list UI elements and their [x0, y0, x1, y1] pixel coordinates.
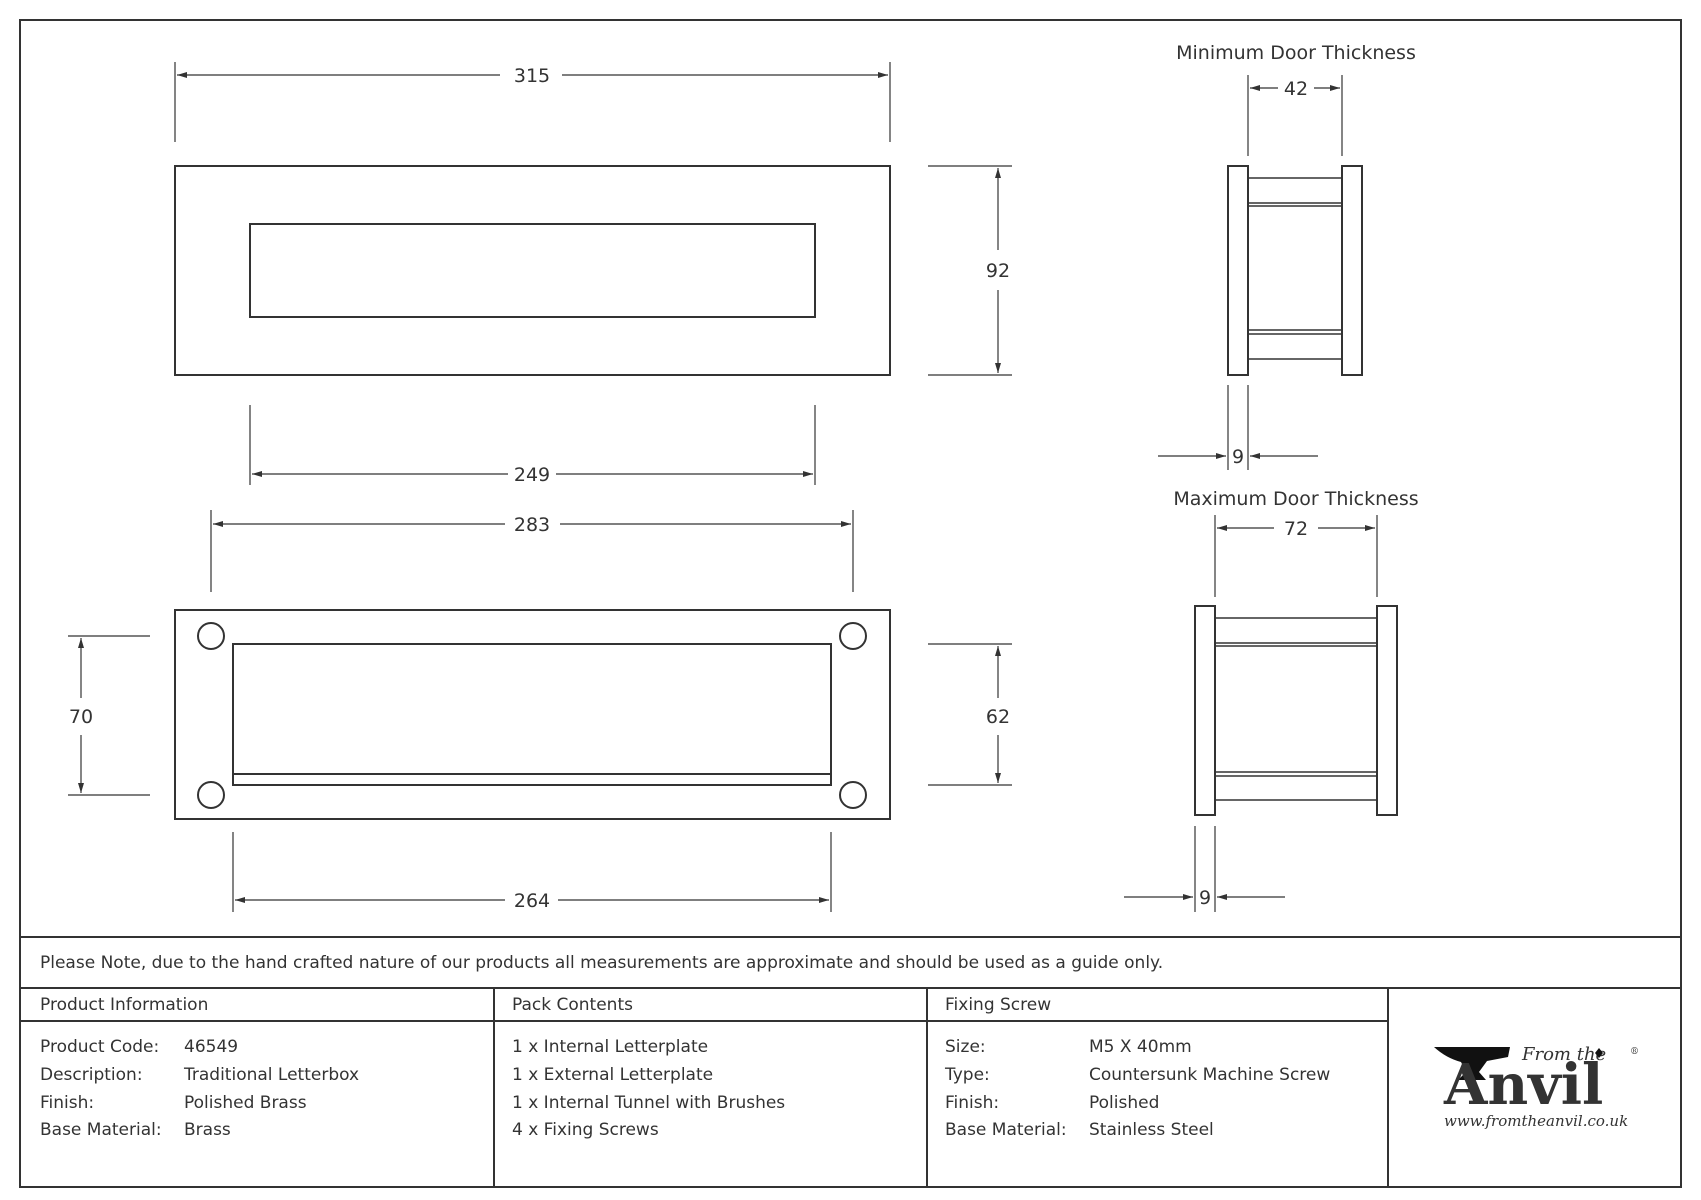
- screw-hole-bottom-right: [839, 781, 867, 809]
- pack-item: 1 x Internal Letterplate: [512, 1037, 708, 1057]
- finish-label: Finish:: [40, 1093, 94, 1113]
- max-door-title: Maximum Door Thickness: [1173, 488, 1418, 510]
- description-value: Traditional Letterbox: [183, 1065, 359, 1085]
- dim-max-72: 72: [1284, 518, 1308, 540]
- dim-70: 70: [69, 706, 93, 728]
- dim-264: 264: [514, 890, 550, 912]
- screw-size-value: M5 X 40mm: [1089, 1037, 1192, 1057]
- bottom-plate-outline: [174, 609, 891, 820]
- from-the-anvil-logo: From the Anvil ® www.fromtheanvil.co.uk: [1434, 1044, 1639, 1130]
- screw-hole-bottom-left: [197, 781, 225, 809]
- bottom-opening-outline: [232, 643, 832, 786]
- top-slot-outline: [249, 223, 816, 318]
- screw-type-value: Countersunk Machine Screw: [1089, 1065, 1330, 1085]
- dim-min-9: 9: [1232, 446, 1244, 468]
- screw-hole-top-right: [839, 622, 867, 650]
- min-door-side-view: [1158, 75, 1363, 470]
- svg-text:From the: From the: [1521, 1044, 1606, 1065]
- anvil-icon: [1434, 1047, 1510, 1080]
- pack-item: 1 x External Letterplate: [512, 1065, 713, 1085]
- top-view: [174, 62, 1012, 485]
- fleur-icon: [1595, 1048, 1603, 1058]
- fixing-screw-header: Fixing Screw: [945, 995, 1051, 1015]
- description-label: Description:: [40, 1065, 143, 1085]
- dim-min-42: 42: [1284, 78, 1308, 100]
- screw-type-label: Type:: [944, 1065, 990, 1085]
- screw-finish-value: Polished: [1089, 1093, 1159, 1113]
- title-block-grid: [20, 936, 1681, 1187]
- finish-value: Polished Brass: [184, 1093, 307, 1113]
- screw-material-value: Stainless Steel: [1089, 1120, 1214, 1140]
- sheet-border: [19, 19, 1682, 1188]
- product-code-value: 46549: [184, 1037, 238, 1057]
- dim-249: 249: [514, 464, 550, 486]
- bottom-view: [68, 510, 1012, 912]
- product-code-label: Product Code:: [40, 1037, 159, 1057]
- svg-text:Anvil: Anvil: [1443, 1052, 1603, 1118]
- screw-size-label: Size:: [945, 1037, 986, 1057]
- pack-item: 4 x Fixing Screws: [512, 1120, 659, 1140]
- dim-max-9: 9: [1199, 887, 1211, 909]
- top-plate-outline: [174, 165, 891, 376]
- max-door-side-view: [1124, 515, 1398, 912]
- min-door-title: Minimum Door Thickness: [1176, 42, 1416, 64]
- svg-text:www.fromtheanvil.co.uk: www.fromtheanvil.co.uk: [1444, 1112, 1628, 1130]
- pack-contents-header: Pack Contents: [512, 995, 633, 1015]
- pack-item: 1 x Internal Tunnel with Brushes: [512, 1093, 785, 1113]
- dim-62: 62: [986, 706, 1010, 728]
- screw-material-label: Base Material:: [945, 1120, 1067, 1140]
- base-material-value: Brass: [184, 1120, 231, 1140]
- measurement-note: Please Note, due to the hand crafted nat…: [40, 953, 1163, 973]
- screw-finish-label: Finish:: [945, 1093, 999, 1113]
- screw-hole-top-left: [197, 622, 225, 650]
- dim-315: 315: [514, 65, 550, 87]
- svg-text:®: ®: [1630, 1047, 1639, 1057]
- product-info-header: Product Information: [40, 995, 208, 1015]
- base-material-label: Base Material:: [40, 1120, 162, 1140]
- dim-92: 92: [986, 260, 1010, 282]
- dim-283: 283: [514, 514, 550, 536]
